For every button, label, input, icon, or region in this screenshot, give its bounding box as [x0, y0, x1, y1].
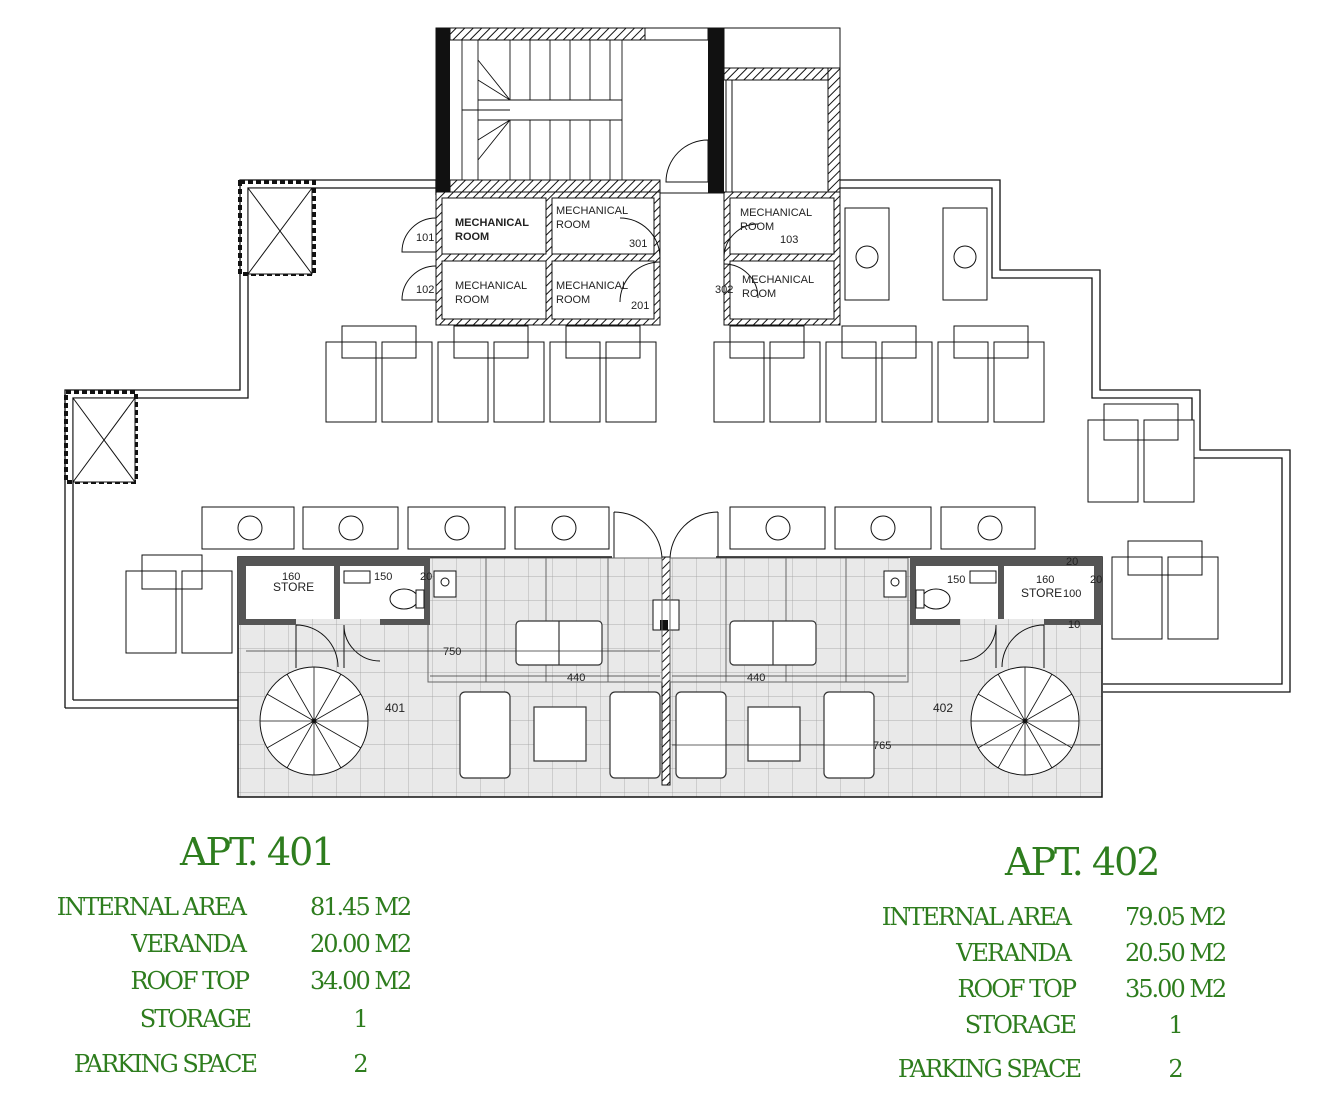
apt-401-title: APT. 401: [180, 830, 335, 874]
dim-wall-right-2: 20: [1090, 574, 1102, 586]
mech-room-201-label-line: MECHANICAL: [556, 280, 628, 292]
mech-room-102-label: MECHANICAL ROOM: [455, 280, 527, 306]
door-number-301: 301: [629, 238, 647, 250]
dimension-texts: 160 150 20 150 160 100 20 20 10 750 440 …: [282, 556, 1102, 752]
apt-402-label: INTERNAL AREA: [881, 903, 1072, 931]
terrace-floor: [237, 510, 1103, 798]
store-right-label: STORE: [1021, 586, 1062, 600]
stores-wc: [238, 557, 1102, 668]
unit-labels: STORE STORE 401 402: [273, 580, 1062, 715]
spiral-stair-401: [259, 666, 369, 776]
apt-401-label: VERANDA: [131, 930, 247, 958]
mech-room-201-label-line: ROOM: [556, 294, 590, 306]
skylight-left-mid: [64, 390, 138, 484]
apt-402-title: APT. 402: [1005, 840, 1160, 884]
apt-401-value: 20.00 M2: [310, 930, 412, 958]
dim-wc-left: 150: [374, 571, 392, 583]
mech-room-302-label: MECHANICAL ROOM: [742, 274, 814, 300]
mech-room-103-label-line: MECHANICAL: [740, 207, 812, 219]
apt-402-label: ROOF TOP: [957, 975, 1077, 1003]
apt-402-label: STORAGE: [964, 1011, 1077, 1039]
apt-402-value: 35.00 M2: [1125, 975, 1227, 1003]
apt-402-label: PARKING SPACE: [897, 1055, 1082, 1083]
dim-750: 750: [443, 646, 461, 658]
dim-wc-right: 150: [947, 574, 965, 586]
mech-room-201-label: MECHANICAL ROOM: [556, 280, 628, 306]
apt-402-value: 2: [1168, 1055, 1183, 1083]
door-number-201: 201: [631, 300, 649, 312]
apt-401-value: 2: [353, 1050, 368, 1078]
apt-401-label: ROOF TOP: [130, 967, 250, 995]
skylight-left-top: [238, 180, 316, 276]
mech-room-103-label-line: ROOM: [740, 221, 774, 233]
unit-number-402: 402: [933, 701, 953, 715]
stair-core: [435, 27, 841, 197]
apt-401-label: INTERNAL AREA: [56, 893, 247, 921]
floor-plan: MECHANICAL ROOM MECHANICAL ROOM MECHANICAL…: [64, 27, 1291, 798]
apt-401-label: STORAGE: [139, 1005, 252, 1033]
apt-401-label: PARKING SPACE: [73, 1050, 258, 1078]
apt-402-label: VERANDA: [956, 939, 1072, 967]
door-numbers: 101 102 301 201 103 302: [416, 232, 798, 312]
mech-room-301-label: MECHANICAL ROOM: [556, 205, 628, 231]
door-number-101: 101: [416, 232, 434, 244]
spiral-stair-402: [970, 666, 1080, 776]
apt-401-schedule: APT. 401 INTERNAL AREA 81.45 M2 VERANDA …: [56, 825, 460, 1085]
door-number-302: 302: [715, 284, 733, 296]
door-number-102: 102: [416, 284, 434, 296]
mech-room-302-label-line: ROOM: [742, 288, 776, 300]
dim-wall-left: 20: [420, 571, 432, 583]
apt-401-value: 1: [353, 1005, 368, 1033]
water-heaters: [201, 506, 1036, 550]
apt-402-schedule: APT. 402 INTERNAL AREA 79.05 M2 VERANDA …: [882, 835, 1295, 1090]
solar-panels: [125, 325, 1219, 654]
mech-room-101-label-line: ROOM: [455, 231, 489, 243]
dimension-lines: [246, 650, 1100, 746]
apt-401-value: 81.45 M2: [310, 893, 412, 921]
apt-402-value: 20.50 M2: [1125, 939, 1227, 967]
mechanical-rooms: [401, 191, 841, 326]
mech-room-103-label: MECHANICAL ROOM: [740, 207, 812, 233]
unit-number-401: 401: [385, 701, 405, 715]
mech-room-301-label-line: ROOM: [556, 219, 590, 231]
apt-402-value: 1: [1168, 1011, 1183, 1039]
furniture: [459, 620, 875, 779]
dim-440-left: 440: [567, 672, 585, 684]
dim-765: 765: [873, 740, 891, 752]
mech-room-102-label-line: MECHANICAL: [455, 280, 527, 292]
room-labels: MECHANICAL ROOM MECHANICAL ROOM MECHANICAL…: [455, 205, 814, 306]
mech-room-101-label: MECHANICAL ROOM: [455, 217, 529, 243]
dim-wall-right-1: 20: [1066, 556, 1078, 568]
mech-room-301-label-line: MECHANICAL: [556, 205, 628, 217]
water-tanks: [844, 207, 988, 301]
apt-401-value: 34.00 M2: [310, 967, 412, 995]
mech-room-102-label-line: ROOM: [455, 294, 489, 306]
mech-room-302-label-line: MECHANICAL: [742, 274, 814, 286]
mech-room-101-label-line: MECHANICAL: [455, 217, 529, 229]
dim-440-right: 440: [747, 672, 765, 684]
dim-wall-right-3: 10: [1068, 619, 1080, 631]
apt-402-value: 79.05 M2: [1125, 903, 1227, 931]
dim-store-left: 160: [282, 571, 300, 583]
door-number-103: 103: [780, 234, 798, 246]
dim-store-right-depth: 100: [1063, 588, 1081, 600]
store-left-label: STORE: [273, 580, 314, 594]
dim-store-right: 160: [1036, 574, 1054, 586]
